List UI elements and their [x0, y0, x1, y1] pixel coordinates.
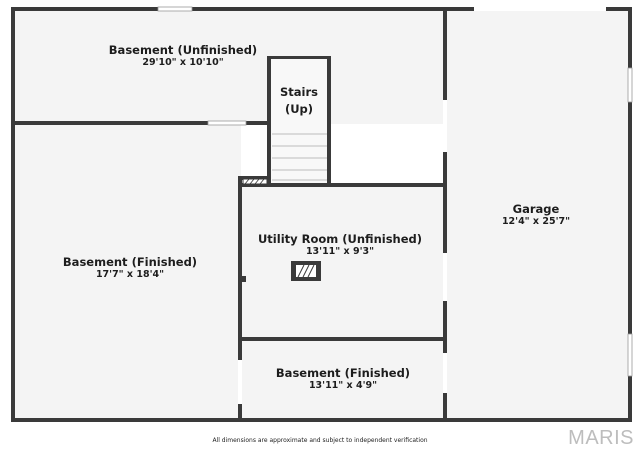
walls: [11, 7, 632, 422]
brand-watermark: MARIS: [568, 427, 634, 449]
floor-basement-finished-left: [14, 124, 241, 420]
stair-landing-hatch: [242, 178, 268, 185]
stairs-label: Stairs: [280, 85, 318, 99]
stairs-treads: [270, 57, 330, 185]
room-label-utility: Utility Room (Unfinished) 13'11" x 9'3": [240, 232, 440, 258]
floor-basement-unfinished: [14, 11, 446, 124]
room-dimensions: 29'10" x 10'10": [142, 57, 224, 69]
floor-basement-finished-bottom: [241, 340, 446, 420]
room-name: Garage: [512, 202, 560, 216]
room-name: Basement (Unfinished): [108, 43, 258, 57]
room-name: Utility Room (Unfinished): [257, 232, 423, 246]
floor-garage: [446, 11, 628, 420]
furnace-icon: [291, 261, 321, 281]
room-label-basement-unfinished: Basement (Unfinished) 29'10" x 10'10": [83, 43, 283, 69]
room-dimensions: 13'11" x 4'9": [308, 380, 378, 392]
room-name: Basement (Finished): [62, 255, 198, 269]
room-dimensions: 12'4" x 25'7": [501, 216, 571, 228]
room-label-stairs: Stairs (Up): [269, 84, 329, 119]
room-name: Basement (Finished): [275, 366, 411, 380]
windows: [157, 6, 633, 404]
stairs-direction: (Up): [284, 102, 314, 117]
dimensions-disclaimer: All dimensions are approximate and subje…: [212, 437, 428, 444]
floor-utility: [241, 185, 446, 340]
room-dimensions: 17'7" x 18'4": [95, 269, 165, 281]
room-label-basement-finished-bottom: Basement (Finished) 13'11" x 4'9": [243, 366, 443, 392]
room-label-garage: Garage 12'4" x 25'7": [456, 202, 616, 228]
room-dimensions: 13'11" x 9'3": [305, 246, 375, 258]
room-label-basement-finished-left: Basement (Finished) 17'7" x 18'4": [30, 255, 230, 281]
